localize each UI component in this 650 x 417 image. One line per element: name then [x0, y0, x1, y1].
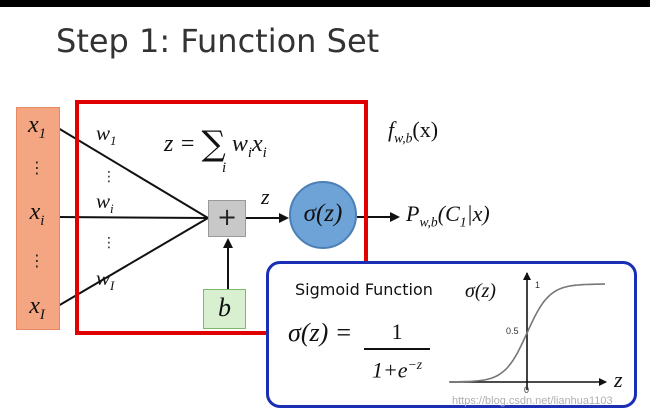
slide-title: Step 1: Function Set: [56, 22, 380, 60]
sum-node: +: [208, 200, 246, 237]
weight-w1: w1: [96, 121, 117, 149]
input-xI: xI: [29, 293, 45, 323]
wire-xi: [57, 216, 209, 219]
z-label: z: [261, 184, 270, 209]
wire-xI: [57, 217, 209, 307]
sigmoid-fraction: 1 1+e−z: [364, 318, 430, 385]
tick-one: 1: [535, 280, 541, 290]
input-dots-lower: ⋮: [29, 251, 45, 270]
function-label: fw,b(x): [388, 117, 439, 146]
weight-dots-upper: ⋮: [102, 169, 116, 185]
neuron-box: [75, 100, 368, 335]
inputs-panel: [16, 107, 60, 330]
sum-index: i: [222, 160, 227, 176]
input-x1: x1: [27, 112, 47, 142]
weighted-sum-formula: z = ∑ wixi i: [164, 124, 267, 176]
input-dots-upper: ⋮: [29, 158, 45, 177]
plot-y-label: σ(z): [465, 280, 496, 302]
tick-half: 0.5: [506, 326, 519, 336]
input-xi: xi: [29, 199, 45, 229]
plot-x-label: z: [614, 367, 623, 392]
weight-wI: wI: [96, 266, 115, 294]
bias-node: b: [203, 289, 246, 329]
weight-wi: wi: [96, 189, 114, 217]
tick-zero: 0: [524, 385, 530, 395]
callout-title: Sigmoid Function: [295, 280, 433, 299]
watermark: https://blog.csdn.net/lianhua1103: [452, 395, 613, 407]
output-label: Pw,b(C1|x): [406, 201, 490, 230]
sigmoid-formula: σ(z) = 1 1+e−z: [288, 318, 430, 382]
weight-dots-lower: ⋮: [102, 235, 116, 251]
sigmoid-curve: [449, 283, 605, 383]
top-bar: [0, 0, 650, 7]
activation-node: σ(z): [289, 181, 357, 249]
wire-x1: [57, 127, 209, 219]
